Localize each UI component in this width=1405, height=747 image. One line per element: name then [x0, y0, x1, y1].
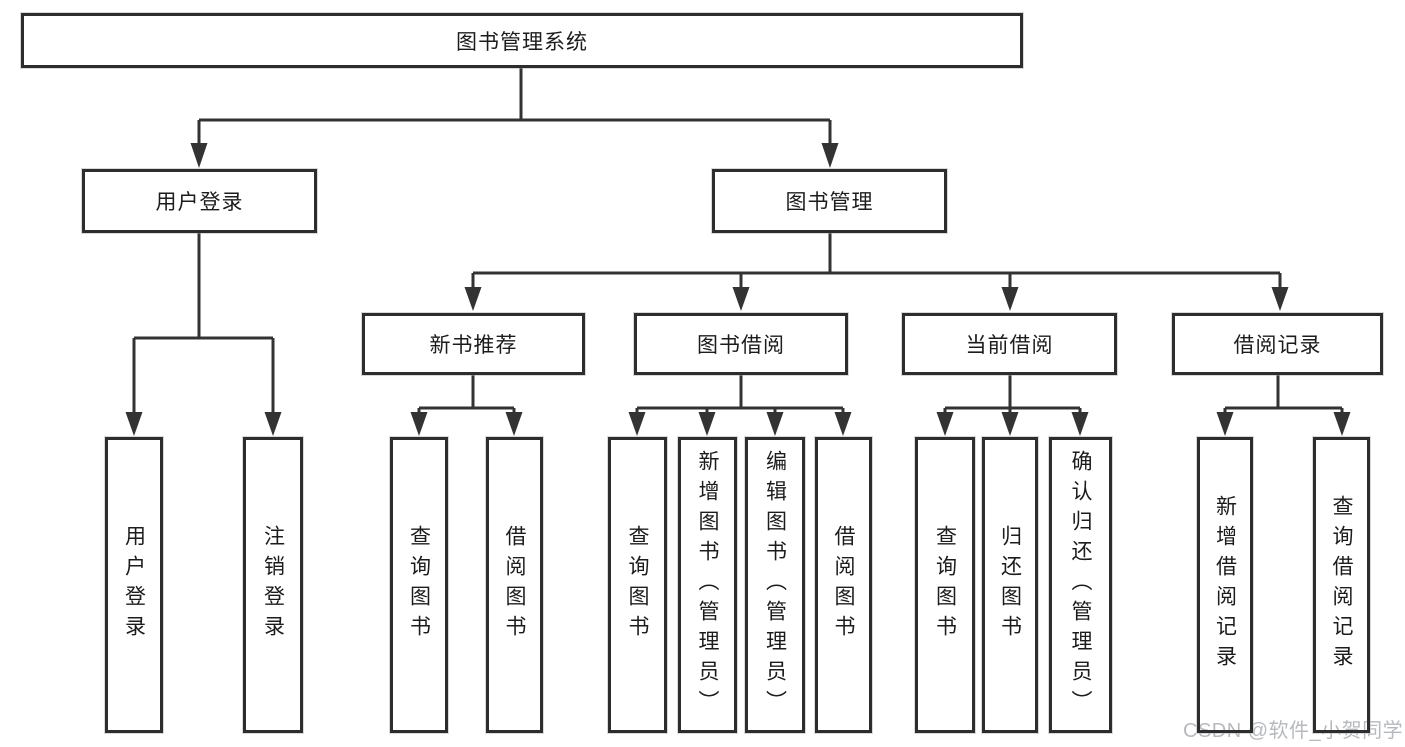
leaf-borrow-edit-books-admin-label: 编辑图书（管理员）	[763, 450, 787, 720]
node-user-login: 用户登录	[82, 169, 317, 233]
leaf-user-login: 用户登录	[105, 437, 163, 733]
csdn-watermark: CSDN @软件_小贺同学	[1183, 720, 1404, 742]
node-book-borrow-label: 图书借阅	[697, 334, 785, 357]
leaf-borrow-add-books-admin: 新增图书（管理员）	[678, 437, 737, 733]
node-current-borrow: 当前借阅	[902, 313, 1117, 375]
leaf-borrow-query-books-label: 查询图书	[626, 525, 649, 645]
leaf-newbooks-query-books: 查询图书	[390, 437, 448, 733]
leaf-current-query-books: 查询图书	[915, 437, 975, 733]
leaf-newbooks-borrow-books-label: 借阅图书	[503, 525, 526, 645]
leaf-user-login-label: 用户登录	[122, 525, 146, 645]
node-library-system-label: 图书管理系统	[456, 30, 588, 54]
leaf-newbooks-query-books-label: 查询图书	[407, 525, 431, 645]
leaf-records-add-record-label: 新增借阅记录	[1213, 495, 1237, 675]
leaf-current-query-books-label: 查询图书	[933, 525, 957, 645]
node-borrow-records: 借阅记录	[1172, 313, 1383, 375]
node-new-book-recommend-label: 新书推荐	[429, 334, 518, 357]
leaf-newbooks-borrow-books: 借阅图书	[486, 437, 543, 733]
leaf-current-return-books: 归还图书	[982, 437, 1038, 733]
node-current-borrow-label: 当前借阅	[965, 334, 1054, 357]
node-book-borrow: 图书借阅	[634, 313, 848, 375]
leaf-current-return-books-label: 归还图书	[998, 525, 1022, 645]
leaf-borrow-edit-books-admin: 编辑图书（管理员）	[745, 437, 805, 733]
node-library-system: 图书管理系统	[21, 13, 1023, 68]
leaf-records-query-record-label: 查询借阅记录	[1330, 495, 1353, 675]
leaf-borrow-query-books: 查询图书	[608, 437, 667, 733]
leaf-logout: 注销登录	[243, 437, 303, 733]
leaf-current-confirm-return-admin: 确认归还（管理员）	[1049, 437, 1112, 733]
leaf-current-confirm-return-admin-label: 确认归还（管理员）	[1069, 450, 1092, 720]
leaf-records-query-record: 查询借阅记录	[1313, 437, 1370, 733]
leaf-borrow-borrow-books-label: 借阅图书	[832, 525, 855, 645]
leaf-borrow-add-books-admin-label: 新增图书（管理员）	[696, 450, 719, 720]
leaf-records-add-record: 新增借阅记录	[1197, 437, 1253, 733]
node-book-management-label: 图书管理	[785, 191, 874, 214]
node-book-management: 图书管理	[712, 169, 947, 233]
node-user-login-label: 用户登录	[155, 191, 244, 214]
leaf-borrow-borrow-books: 借阅图书	[815, 437, 872, 733]
node-borrow-records-label: 借阅记录	[1233, 334, 1322, 357]
node-new-book-recommend: 新书推荐	[362, 313, 585, 375]
leaf-logout-label: 注销登录	[261, 525, 285, 645]
